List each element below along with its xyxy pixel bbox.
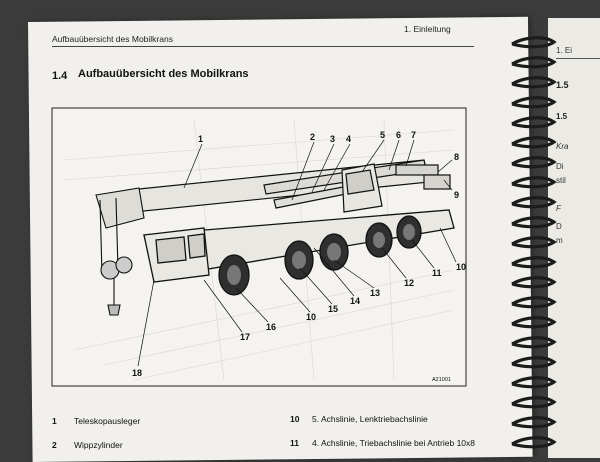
- binding-ring: [511, 316, 557, 329]
- binding-ring: [511, 396, 557, 409]
- callout-label: 10: [456, 262, 466, 272]
- callout-label: 10: [306, 312, 316, 322]
- callout-label: 15: [328, 304, 338, 314]
- header-rule: [52, 46, 474, 47]
- callout-label: 17: [240, 332, 250, 342]
- next-page-line: D: [556, 222, 562, 231]
- callout-label: 11: [432, 268, 442, 278]
- legend-text: Wippzylinder: [74, 440, 123, 450]
- callout-label: 16: [266, 322, 276, 332]
- binding-ring: [511, 56, 557, 69]
- next-page-line: m: [556, 236, 563, 245]
- binding-ring: [511, 256, 557, 269]
- next-page-rule: [556, 58, 600, 59]
- crane-diagram: 1 2 3 4 5 6 7 8 9 10 11 12 13 14 15 10 1…: [51, 107, 467, 387]
- running-header-right: 1. Einleitung: [404, 24, 451, 34]
- binding-ring: [511, 136, 557, 149]
- next-page-line: F: [556, 204, 561, 213]
- binding-ring: [511, 176, 557, 189]
- binding-ring: [511, 336, 557, 349]
- callout-label: 4: [346, 134, 351, 144]
- callout-label: 9: [454, 190, 459, 200]
- legend-number: 2: [52, 440, 57, 450]
- callout-label: 6: [396, 130, 401, 140]
- binding-ring: [511, 436, 557, 449]
- callout-label: 12: [404, 278, 414, 288]
- next-page-line: Di: [556, 162, 564, 171]
- binding-ring: [511, 416, 557, 429]
- legend-number: 1: [52, 416, 57, 426]
- next-page-line: 1.5: [556, 112, 568, 121]
- legend-number: 10: [290, 414, 300, 424]
- binding-ring: [511, 356, 557, 369]
- callout-label: 1: [198, 134, 203, 144]
- legend-text: 5. Achslinie, Lenktriebachslinie: [312, 414, 428, 424]
- binding-ring: [511, 156, 557, 169]
- binding-ring: [511, 296, 557, 309]
- binding-ring: [511, 376, 557, 389]
- legend-text: Teleskopausleger: [74, 416, 141, 426]
- next-page-line: stil: [556, 176, 566, 185]
- callout-label: 18: [132, 368, 142, 378]
- binding-ring: [511, 76, 557, 89]
- counterweight: [395, 164, 451, 190]
- callout-label: 7: [411, 130, 416, 140]
- binding-ring: [511, 276, 557, 289]
- callout-label: 8: [454, 152, 459, 162]
- callout-label: 14: [350, 296, 360, 306]
- section-number: 1.4: [52, 70, 68, 82]
- callout-label: 5: [380, 130, 385, 140]
- binding-ring: [511, 116, 557, 129]
- callout-label: 13: [370, 288, 380, 298]
- spiral-binding: [511, 36, 557, 449]
- legend-number: 11: [290, 438, 299, 448]
- binding-ring: [511, 236, 557, 249]
- callout-label: 3: [330, 134, 335, 144]
- boom-head: [95, 187, 145, 316]
- callout-label: 2: [310, 132, 315, 142]
- legend-text: 4. Achslinie, Triebachslinie bei Antrieb…: [312, 438, 476, 448]
- binding-ring: [511, 216, 557, 229]
- binding-ring: [511, 36, 557, 49]
- next-page: [548, 18, 600, 458]
- drawing-code: A21001: [432, 377, 451, 383]
- binding-ring: [511, 96, 557, 109]
- section-title: Aufbauübersicht des Mobilkrans: [78, 68, 249, 80]
- next-page-line: Kra: [556, 142, 569, 151]
- next-page-header: 1. Ei: [556, 46, 573, 55]
- binding-ring: [511, 196, 557, 209]
- crane-cab: [341, 163, 383, 213]
- next-page-line: 1.5: [556, 80, 569, 90]
- running-header-left: Aufbauübersicht des Mobilkrans: [52, 34, 173, 44]
